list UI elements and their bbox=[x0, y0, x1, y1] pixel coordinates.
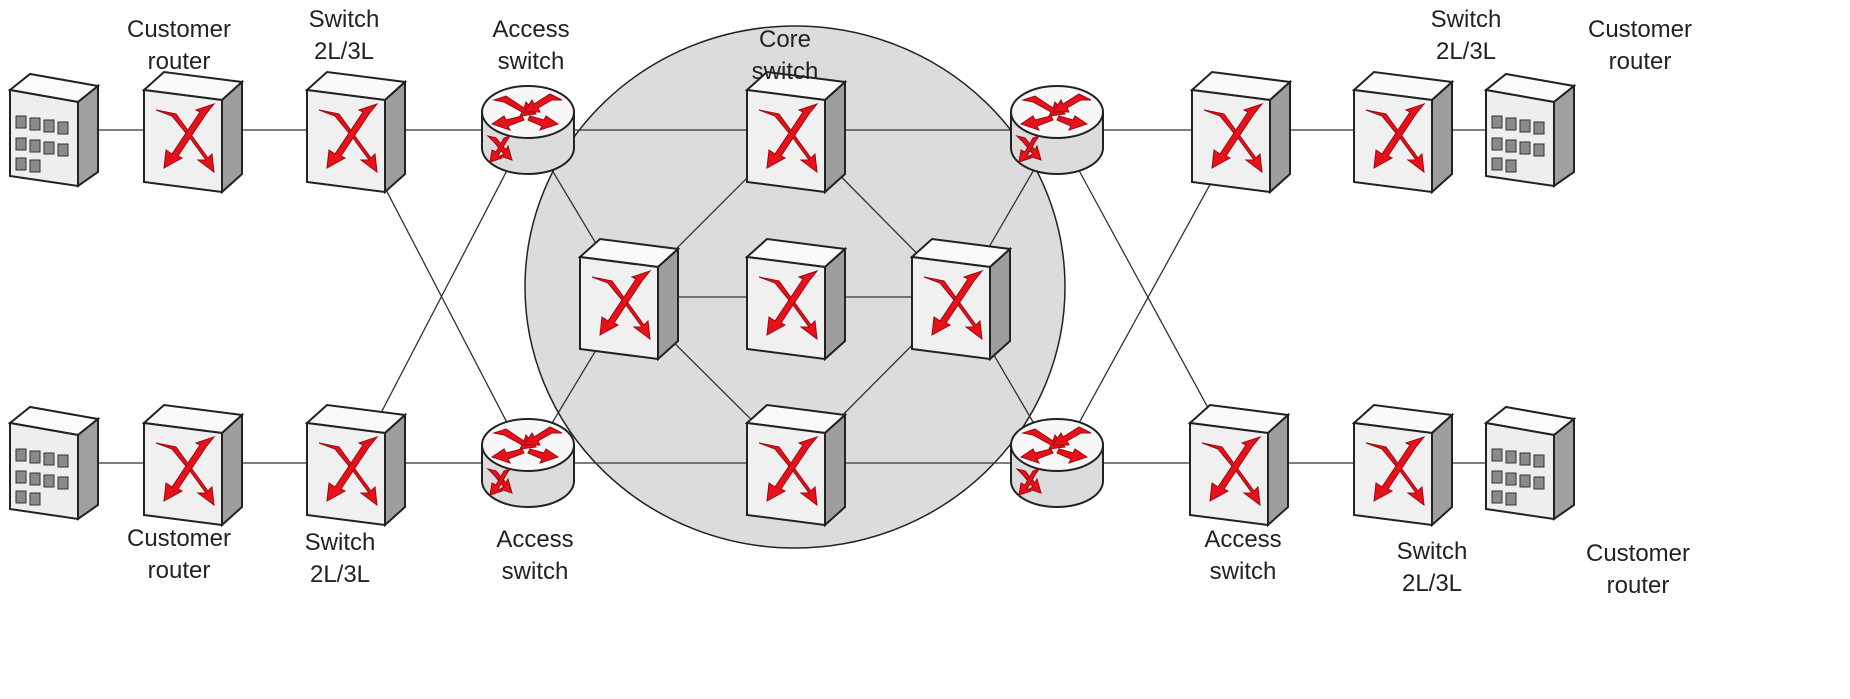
building-icon bbox=[1485, 73, 1575, 187]
core-switch-icon bbox=[579, 238, 679, 360]
access-switch-icon bbox=[1010, 85, 1104, 175]
access-switch-icon bbox=[481, 85, 575, 175]
router-icon bbox=[1353, 71, 1453, 193]
core-switch-icon bbox=[746, 71, 846, 193]
router-icon bbox=[143, 404, 243, 526]
building-icon bbox=[1485, 406, 1575, 520]
router-icon bbox=[1353, 404, 1453, 526]
building-icon bbox=[9, 406, 99, 520]
switch-icon bbox=[1191, 71, 1291, 193]
core-switch-icon bbox=[746, 238, 846, 360]
switch-icon bbox=[306, 404, 406, 526]
switch-icon bbox=[1189, 404, 1289, 526]
core-switch-icon bbox=[911, 238, 1011, 360]
access-switch-icon bbox=[1010, 418, 1104, 508]
link-sw_tr-acc_br bbox=[1056, 129, 1241, 464]
router-icon bbox=[143, 71, 243, 193]
building-icon bbox=[9, 73, 99, 187]
devices bbox=[9, 71, 1575, 526]
access-switch-icon bbox=[481, 418, 575, 508]
link-sw_bl-acc_tl bbox=[354, 129, 529, 464]
switch-icon bbox=[306, 71, 406, 193]
core-switch-icon bbox=[746, 404, 846, 526]
